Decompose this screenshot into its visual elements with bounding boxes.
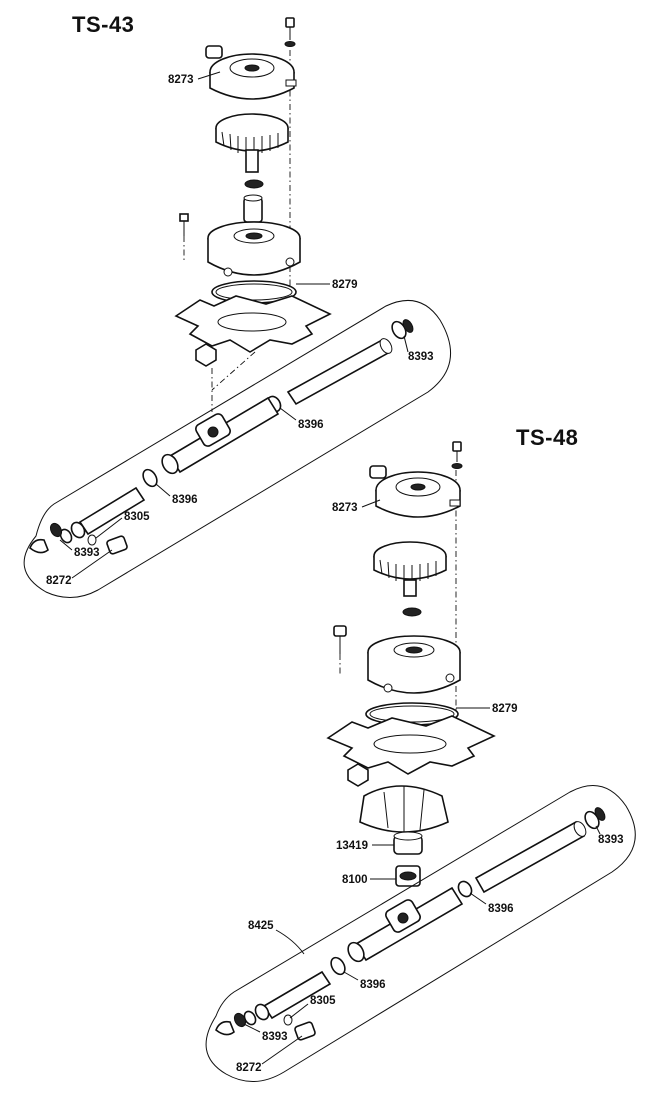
ts48-coupling xyxy=(395,865,421,887)
ts48-oring-right xyxy=(457,880,473,898)
ts48-small-oring xyxy=(283,1014,293,1026)
ts48-assembly: 8273 8279 13419 8100 8425 8393 8396 8396… xyxy=(205,441,636,1083)
ts43-right-tube xyxy=(286,319,414,406)
ts48-nut xyxy=(347,763,369,787)
ts43-tube-enclosure xyxy=(23,299,452,598)
ts48-pump-body xyxy=(367,635,461,694)
ts48-label-8396-right: 8396 xyxy=(488,903,514,915)
ts43-label-8393-right: 8393 xyxy=(408,351,434,363)
ts43-left-tube xyxy=(29,486,146,554)
ts48-tube-enclosure xyxy=(205,785,636,1083)
ts48-label-8272: 8272 xyxy=(236,1062,262,1074)
ts48-label-8393-right: 8393 xyxy=(598,834,624,846)
ts43-motor-housing xyxy=(205,45,297,100)
ts43-bearing xyxy=(244,179,264,189)
ts43-small-oring xyxy=(87,534,97,546)
ts48-label-8100: 8100 xyxy=(342,874,368,886)
ts43-label-8305: 8305 xyxy=(124,511,150,523)
ts48-oring-left xyxy=(330,956,346,976)
ts43-assembly: 8273 8279 8393 8396 8396 8305 8393 8272 xyxy=(23,17,452,598)
ts48-label-8393-left: 8393 xyxy=(262,1031,288,1043)
ts48-motor-housing xyxy=(369,465,461,518)
ts48-fan xyxy=(373,541,447,597)
ts48-top-bolt xyxy=(451,441,463,469)
ts43-label-8272: 8272 xyxy=(46,575,72,587)
ts48-shaft-seal xyxy=(393,831,423,855)
ts43-side-screw xyxy=(179,213,189,262)
ts43-label-8393-left: 8393 xyxy=(74,547,100,559)
ts43-fan xyxy=(215,113,289,173)
ts43-oring-left xyxy=(142,468,158,488)
ts43-label-8273: 8273 xyxy=(168,74,194,86)
ts48-impeller-housing xyxy=(359,785,449,834)
ts43-coupler xyxy=(243,194,263,223)
title-ts43: TS-43 xyxy=(72,12,134,37)
ts48-center-tube xyxy=(347,886,464,963)
ts48-plug xyxy=(294,1021,316,1041)
ts43-center-tube xyxy=(161,396,280,475)
ts48-label-8279: 8279 xyxy=(492,703,518,715)
ts43-label-8396-left: 8396 xyxy=(172,494,198,506)
ts48-side-screw xyxy=(333,625,347,676)
ts43-label-8396-right: 8396 xyxy=(298,419,324,431)
ts48-label-8396-left: 8396 xyxy=(360,979,386,991)
ts43-top-bolt xyxy=(284,17,296,47)
ts48-label-8305: 8305 xyxy=(310,995,336,1007)
ts43-label-8279: 8279 xyxy=(332,279,358,291)
ts48-label-13419: 13419 xyxy=(336,840,368,852)
ts48-left-tube xyxy=(215,970,332,1036)
title-ts48: TS-48 xyxy=(516,425,578,450)
ts48-right-tube xyxy=(474,807,606,894)
ts43-plug xyxy=(106,535,128,555)
ts48-bearing xyxy=(402,607,422,617)
ts43-nut xyxy=(195,343,217,367)
ts48-label-8273: 8273 xyxy=(332,502,358,514)
ts43-pump-body xyxy=(207,221,301,277)
ts48-label-8425: 8425 xyxy=(248,920,274,932)
